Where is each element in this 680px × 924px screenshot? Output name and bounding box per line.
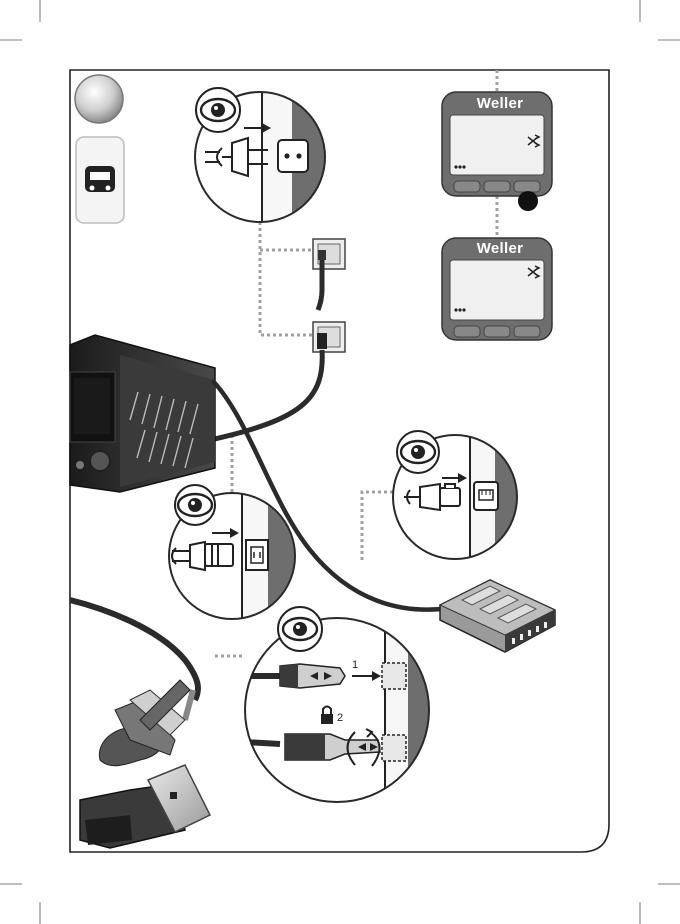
select-dot (518, 191, 538, 211)
wall-socket-upper (313, 239, 345, 310)
brand-logo-upper: Weller (472, 95, 528, 112)
bubble-power-plug (195, 88, 332, 230)
step-ball (75, 75, 123, 123)
bubble-tool-connector (244, 607, 440, 805)
iec-connector-icon (246, 540, 268, 570)
step-label-plug-in: 1 (352, 659, 358, 671)
rj45-connector-icon (474, 482, 498, 510)
control-unit (440, 580, 555, 652)
soldering-station (70, 335, 215, 492)
schuko-socket-icon (278, 140, 308, 172)
bubble-rj45 (393, 430, 520, 565)
station-symbol-tab (76, 137, 124, 223)
eye-icon (196, 88, 240, 132)
wall-socket-lower (313, 322, 345, 352)
brand-logo-lower: Weller (472, 240, 528, 257)
step-label-lock: 2 (337, 712, 343, 724)
